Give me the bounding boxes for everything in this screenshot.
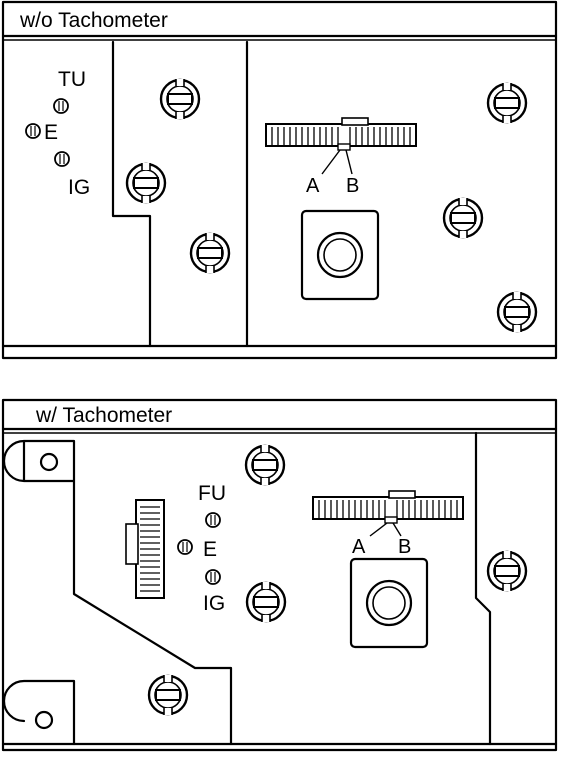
screw-icon <box>245 580 287 624</box>
bulb-socket-icon <box>349 557 429 649</box>
screw-icon <box>189 231 231 275</box>
terminal-label-e: E <box>203 538 217 561</box>
terminal-ig-icon <box>54 151 70 167</box>
terminal-tu-icon <box>53 98 69 114</box>
side-connector-icon <box>125 499 165 599</box>
panel-with-tachometer: w/ Tachometer FU E IG A B <box>1 398 558 752</box>
pin-label-b: B <box>398 536 411 558</box>
screw-icon <box>442 196 484 240</box>
connector-icon <box>265 117 417 151</box>
board-outline <box>111 40 152 348</box>
screw-icon <box>486 81 528 125</box>
screw-icon <box>147 673 189 717</box>
pin-label-b: B <box>346 175 359 197</box>
terminal-label-fu: FU <box>198 482 226 505</box>
terminal-label-tu: TU <box>58 68 86 91</box>
screw-icon <box>486 549 528 593</box>
terminal-e-icon <box>25 123 41 139</box>
terminal-label-ig: IG <box>203 592 225 615</box>
panel-frame <box>1 398 558 752</box>
terminal-label-e: E <box>44 121 58 144</box>
screw-icon <box>244 443 286 487</box>
panel-frame <box>1 0 558 360</box>
pin-label-a: A <box>306 175 320 197</box>
board-outline <box>2 439 233 746</box>
screw-icon <box>159 77 201 121</box>
panel-title: w/o Tachometer <box>19 9 168 32</box>
bulb-socket-icon <box>300 209 380 301</box>
panel-title: w/ Tachometer <box>35 404 172 427</box>
terminal-fu-icon <box>205 512 221 528</box>
panel-without-tachometer: w/o Tachometer TU E IG A B <box>1 0 558 360</box>
connector-icon <box>312 490 464 524</box>
screw-icon <box>496 290 538 334</box>
terminal-ig-icon <box>205 569 221 585</box>
terminal-label-ig: IG <box>68 176 90 199</box>
pin-label-a: A <box>352 536 366 558</box>
screw-icon <box>125 161 167 205</box>
terminal-e-icon <box>177 539 193 555</box>
